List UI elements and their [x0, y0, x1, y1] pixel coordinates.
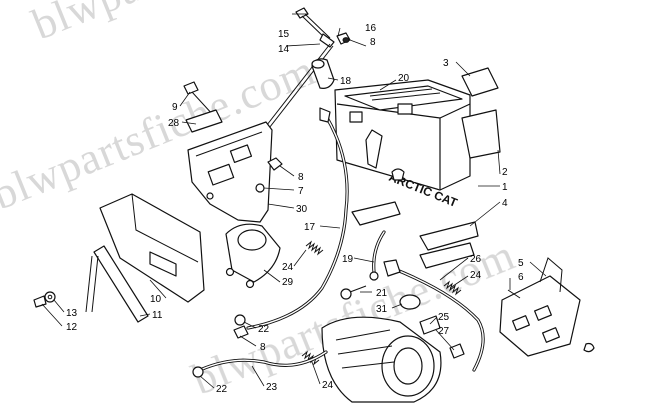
nuts-solenoid: [233, 314, 249, 339]
callout-27: 27: [438, 326, 450, 337]
watermark-text-middle: blwpartsfiche.com: [0, 45, 322, 219]
callout-22-upper: 22: [258, 324, 270, 335]
callout-18: 18: [340, 76, 352, 87]
callout-8-lower: 8: [260, 342, 266, 353]
callout-21: 21: [376, 288, 388, 299]
callout-16: 16: [365, 23, 377, 34]
callout-28: 28: [168, 118, 180, 129]
bolt-left: [183, 81, 223, 133]
battery-pads: [351, 67, 501, 269]
leader-lines: [41, 13, 547, 389]
callout-22-lower: 22: [216, 384, 228, 395]
terminal-boot: [311, 58, 335, 89]
callout-13: 13: [66, 308, 78, 319]
battery-bracket: [187, 121, 273, 223]
battery: ARCTIC CAT: [334, 79, 471, 210]
callout-31: 31: [376, 304, 388, 315]
relay-bracket: [499, 257, 595, 357]
callout-8-top: 8: [370, 37, 376, 48]
cable-positive: [246, 107, 349, 330]
cable-starter: [383, 259, 485, 372]
fasteners-left: [33, 291, 56, 308]
callout-6: 6: [518, 272, 524, 283]
callout-10: 10: [150, 294, 162, 305]
nut-top: [336, 32, 351, 45]
callout-23: 23: [266, 382, 278, 393]
callout-labels: 15 16 8 14 18 3 20 9 28 2 8 7 1 30 4 17 …: [66, 23, 524, 395]
cable-ground: [192, 350, 328, 378]
callout-24-right: 24: [470, 270, 482, 281]
callout-26: 26: [470, 254, 482, 265]
harness-coils: [301, 240, 462, 366]
callout-15: 15: [278, 29, 290, 40]
callout-3: 3: [443, 58, 449, 69]
starter-fittings: [399, 294, 465, 359]
callout-19: 19: [342, 254, 354, 265]
callout-7: 7: [298, 186, 304, 197]
callout-29: 29: [282, 277, 294, 288]
nut-bracket: [267, 157, 283, 171]
callout-14: 14: [278, 44, 290, 55]
callout-30: 30: [296, 204, 308, 215]
callout-5: 5: [518, 258, 524, 269]
callout-24-left: 24: [282, 262, 294, 273]
starter-motor: [321, 316, 442, 403]
bolt-21: [340, 285, 367, 300]
callout-12: 12: [66, 322, 78, 333]
callout-17: 17: [304, 222, 316, 233]
cable-negative: [369, 230, 386, 281]
holder-strap: [85, 245, 149, 323]
callout-2: 2: [502, 167, 508, 178]
callout-4: 4: [502, 198, 508, 209]
callout-24-bottom: 24: [322, 380, 334, 391]
callout-8-bracket: 8: [298, 172, 304, 183]
callout-25: 25: [438, 312, 450, 323]
callout-20: 20: [398, 73, 410, 84]
battery-cover: [99, 193, 205, 303]
solenoid: [225, 223, 281, 289]
callout-1: 1: [502, 182, 508, 193]
callout-11: 11: [152, 310, 163, 321]
callout-9: 9: [172, 102, 178, 113]
